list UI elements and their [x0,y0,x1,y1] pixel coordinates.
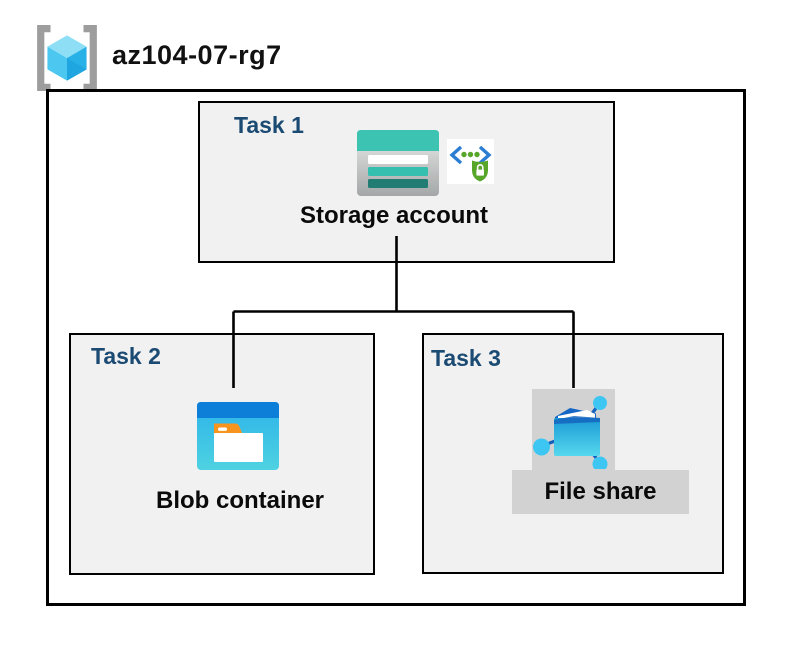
file-share-icon [533,396,608,469]
azure-resource-group-icon [37,25,97,91]
task3-label: Task 3 [431,345,501,371]
file-share-label: File share [544,478,657,505]
task3-box: Task 3 File share [422,333,724,574]
blob-container-icon [197,402,279,470]
task2-box: Task 2 Blob container [69,333,375,575]
secure-endpoint-shield-icon [447,139,494,184]
resource-group-name: az104-07-rg7 [112,40,282,70]
file-share-icon-highlight [532,389,615,470]
storage-account-icon [357,130,439,196]
task2-label: Task 2 [91,343,161,369]
blob-container-label: Blob container [156,487,325,514]
task1-box: Task 1 Storage account [198,101,615,263]
file-share-label-bar: File share [512,470,689,514]
storage-account-label: Storage account [300,202,489,229]
task1-label: Task 1 [234,112,304,138]
